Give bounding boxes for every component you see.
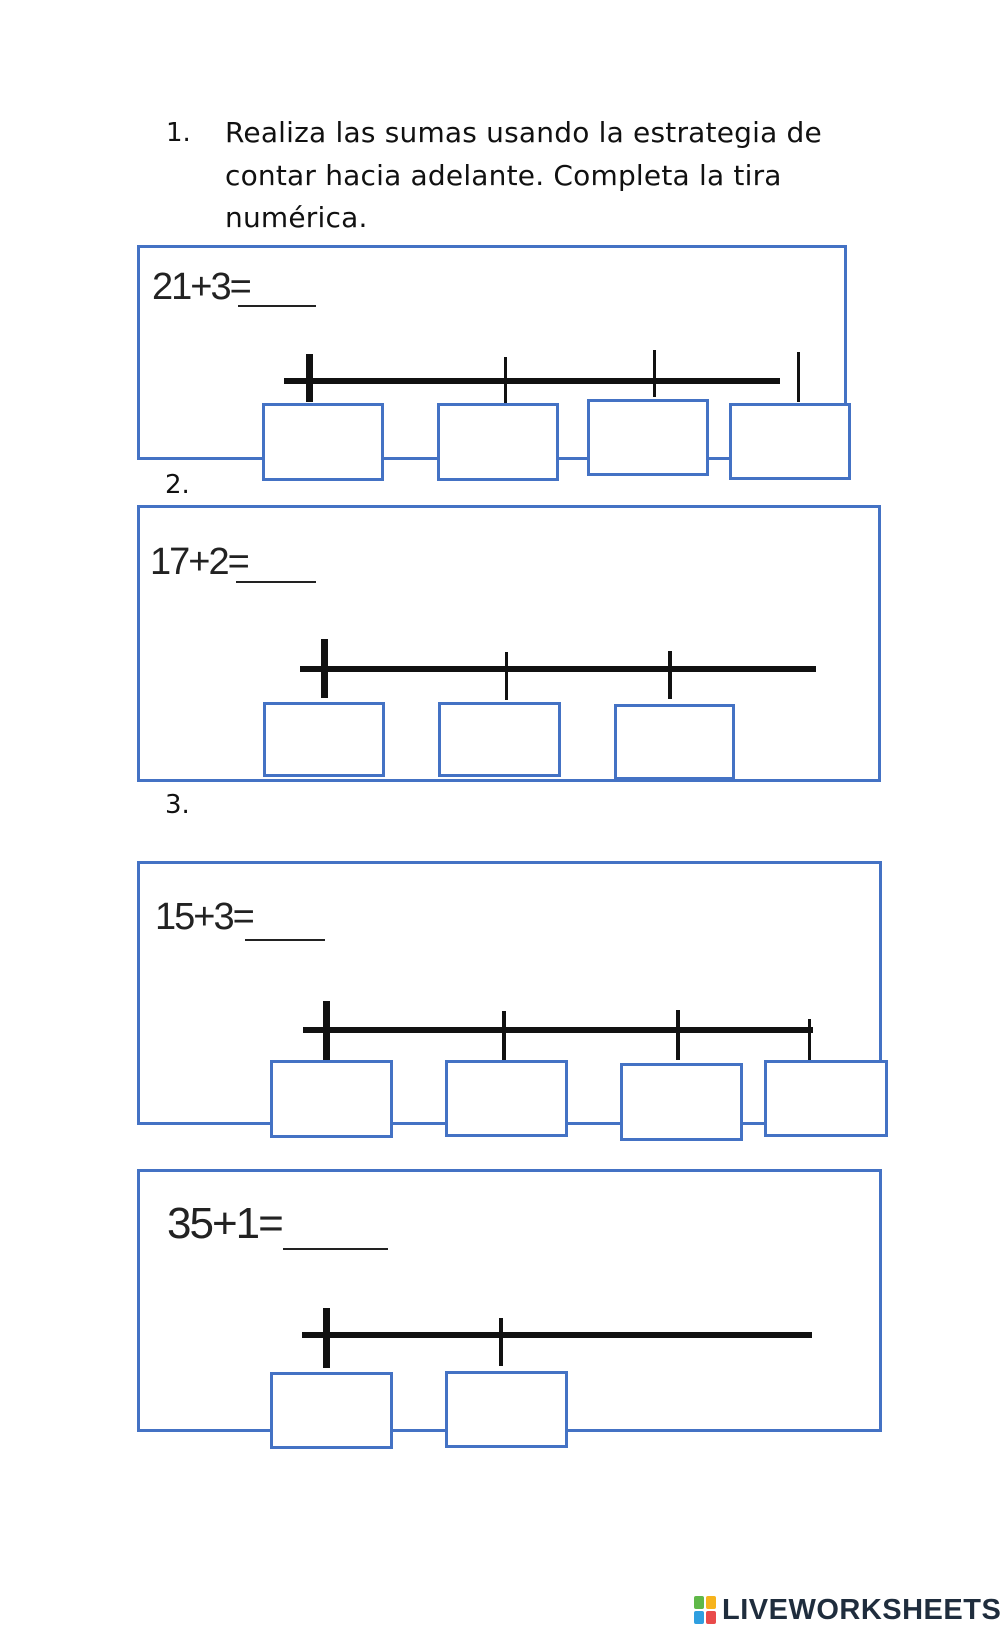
answer-box-3-4[interactable] — [764, 1060, 888, 1137]
answer-box-3-3[interactable] — [620, 1063, 743, 1141]
exercise-number-2: 2. — [165, 470, 190, 500]
strip-start-tick-4 — [323, 1308, 330, 1368]
answer-box-1-3[interactable] — [587, 399, 709, 476]
exercise-panel-2 — [137, 505, 881, 782]
strip-tick — [808, 1019, 811, 1061]
answer-box-1-4[interactable] — [729, 403, 851, 480]
answer-blank-2 — [236, 581, 316, 583]
answer-box-4-1[interactable] — [270, 1372, 393, 1449]
liveworksheets-logo-icon — [694, 1595, 718, 1626]
liveworksheets-logo: LIVEWORKSHEETS — [694, 1594, 1000, 1627]
answer-box-3-1[interactable] — [270, 1060, 393, 1138]
answer-blank-4 — [283, 1248, 388, 1250]
answer-blank-1 — [238, 305, 316, 307]
number-strip-3 — [303, 1027, 813, 1033]
instruction-number: 1. — [166, 118, 191, 148]
strip-tick — [653, 350, 656, 397]
instruction-line-2: contar hacia adelante. Completa la tira — [225, 159, 782, 192]
strip-tick — [676, 1010, 680, 1060]
instruction-line-1: Realiza las sumas usando la estrategia d… — [225, 116, 822, 149]
equation-4: 35+1= — [167, 1199, 284, 1248]
answer-box-2-1[interactable] — [263, 702, 385, 777]
number-strip-1 — [284, 378, 780, 384]
strip-tick — [797, 352, 800, 402]
equation-1: 21+3= — [152, 266, 252, 308]
strip-tick — [504, 357, 507, 403]
strip-tick — [502, 1011, 506, 1062]
answer-box-1-2[interactable] — [437, 403, 559, 481]
strip-tick — [499, 1318, 503, 1366]
strip-tick — [505, 652, 508, 700]
strip-tick — [668, 651, 672, 699]
strip-start-tick-2 — [321, 639, 328, 698]
answer-box-3-2[interactable] — [445, 1060, 568, 1137]
answer-box-4-2[interactable] — [445, 1371, 568, 1448]
strip-start-tick-1 — [306, 354, 313, 402]
number-strip-4 — [302, 1332, 812, 1338]
equation-2: 17+2= — [150, 541, 250, 583]
answer-blank-3 — [245, 939, 325, 941]
instruction-line-3: numérica. — [225, 201, 368, 234]
exercise-number-3: 3. — [165, 790, 190, 820]
number-strip-2 — [300, 666, 816, 672]
answer-box-1-1[interactable] — [262, 403, 384, 481]
answer-box-2-3[interactable] — [614, 704, 735, 780]
strip-start-tick-3 — [323, 1001, 330, 1061]
liveworksheets-brand: LIVEWORKSHEETS — [722, 1594, 1000, 1626]
answer-box-2-2[interactable] — [438, 702, 561, 777]
equation-3: 15+3= — [155, 896, 255, 938]
